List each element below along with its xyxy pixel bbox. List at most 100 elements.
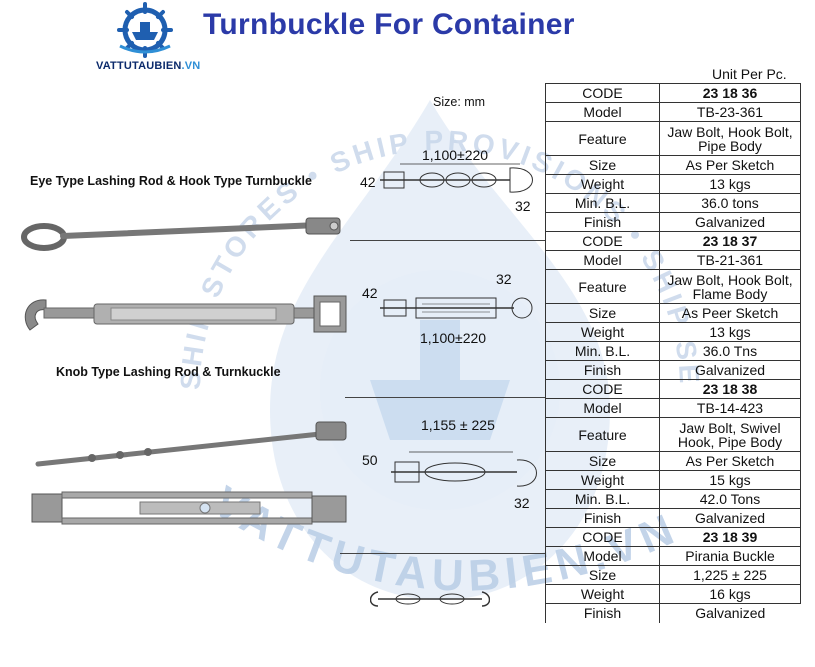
- sketch-3-length: 1,155 ± 225: [421, 417, 495, 433]
- hook-type-turnbuckle-image: [24, 295, 347, 333]
- size-label: Size: [545, 155, 660, 175]
- weight-value: 16 kgs: [659, 584, 801, 604]
- size-label: Size: [545, 451, 660, 471]
- finish-label: Finish: [545, 360, 660, 380]
- weight-value: 13 kgs: [659, 322, 801, 342]
- model-label: Model: [545, 546, 660, 566]
- feature-value: Jaw Bolt, Hook Bolt, Pipe Body: [659, 121, 801, 156]
- finish-value: Galvanized: [659, 212, 801, 232]
- weight-value: 15 kgs: [659, 470, 801, 490]
- mbl-value: 36.0 tons: [659, 193, 801, 213]
- sketch-2-length: 1,100±220: [420, 330, 487, 346]
- model-label: Model: [545, 398, 660, 418]
- size-value: As Per Sketch: [659, 155, 801, 175]
- sketch-1-length: 1,100±220: [422, 147, 489, 163]
- knob-type-lashing-rod-image: [35, 421, 347, 467]
- weight-label: Weight: [545, 322, 660, 342]
- sketch-2-dim-b: 32: [496, 271, 512, 287]
- mbl-value: 36.0 Tns: [659, 341, 801, 361]
- section-separator: [340, 553, 545, 554]
- mbl-label: Min. B.L.: [545, 489, 660, 509]
- table-row: Min. B.L.42.0 Tons: [545, 489, 801, 509]
- model-value: TB-23-361: [659, 102, 801, 122]
- model-value: Pirania Buckle: [659, 546, 801, 566]
- finish-label: Finish: [545, 508, 660, 528]
- size-unit-note: Size: mm: [433, 95, 486, 109]
- sketch-1-dim-b: 32: [515, 198, 531, 214]
- brand-logo: [117, 2, 173, 58]
- model-value: TB-14-423: [659, 398, 801, 418]
- sketch-2-dim-a: 42: [362, 285, 378, 301]
- page-title: Turnbuckle For Container: [203, 8, 575, 41]
- code-label: CODE: [545, 527, 660, 547]
- finish-label: Finish: [545, 212, 660, 232]
- code-value: 23 18 36: [659, 83, 801, 103]
- sketch-1-dim-a: 42: [360, 174, 376, 190]
- sketch-3-dim-a: 50: [362, 452, 378, 468]
- eye-type-lashing-rod-image: [21, 217, 341, 251]
- mbl-label: Min. B.L.: [545, 193, 660, 213]
- size-value: 1,225 ± 225: [659, 565, 801, 585]
- sketch-1-drawing: [380, 163, 533, 193]
- weight-label: Weight: [545, 174, 660, 194]
- product-label-knob-type: Knob Type Lashing Rod & Turnkuckle: [56, 365, 281, 379]
- knob-type-turnbuckle-image: [31, 491, 347, 525]
- product-label-eye-type: Eye Type Lashing Rod & Hook Type Turnbuc…: [30, 174, 312, 188]
- finish-value: Galvanized: [659, 603, 801, 623]
- table-row: Min. B.L.36.0 tons: [545, 193, 801, 213]
- weight-label: Weight: [545, 470, 660, 490]
- mbl-value: 42.0 Tons: [659, 489, 801, 509]
- size-label: Size: [545, 303, 660, 323]
- finish-value: Galvanized: [659, 508, 801, 528]
- feature-value: Jaw Bolt, Swivel Hook, Pipe Body: [659, 417, 801, 452]
- size-value: As Peer Sketch: [659, 303, 801, 323]
- sketch-3-dim-b: 32: [514, 495, 530, 511]
- size-label: Size: [545, 565, 660, 585]
- unit-note: Unit Per Pc.: [712, 66, 787, 82]
- feature-label: Feature: [545, 417, 660, 452]
- feature-label: Feature: [545, 121, 660, 156]
- model-value: TB-21-361: [659, 250, 801, 270]
- code-label: CODE: [545, 379, 660, 399]
- finish-label: Finish: [545, 603, 660, 623]
- code-label: CODE: [545, 83, 660, 103]
- sketch-4-drawing: [370, 591, 490, 607]
- code-value: 23 18 37: [659, 231, 801, 251]
- mbl-label: Min. B.L.: [545, 341, 660, 361]
- code-label: CODE: [545, 231, 660, 251]
- sketch-3-drawing: [391, 451, 537, 487]
- weight-value: 13 kgs: [659, 174, 801, 194]
- table-row: Min. B.L.36.0 Tns: [545, 341, 801, 361]
- size-value: As Per Sketch: [659, 451, 801, 471]
- section-separator: [350, 240, 545, 241]
- weight-label: Weight: [545, 584, 660, 604]
- brand-name: VATTUTAUBIEN.VN: [96, 60, 201, 72]
- code-value: 23 18 39: [659, 527, 801, 547]
- finish-value: Galvanized: [659, 360, 801, 380]
- model-label: Model: [545, 250, 660, 270]
- section-separator: [345, 397, 545, 398]
- code-value: 23 18 38: [659, 379, 801, 399]
